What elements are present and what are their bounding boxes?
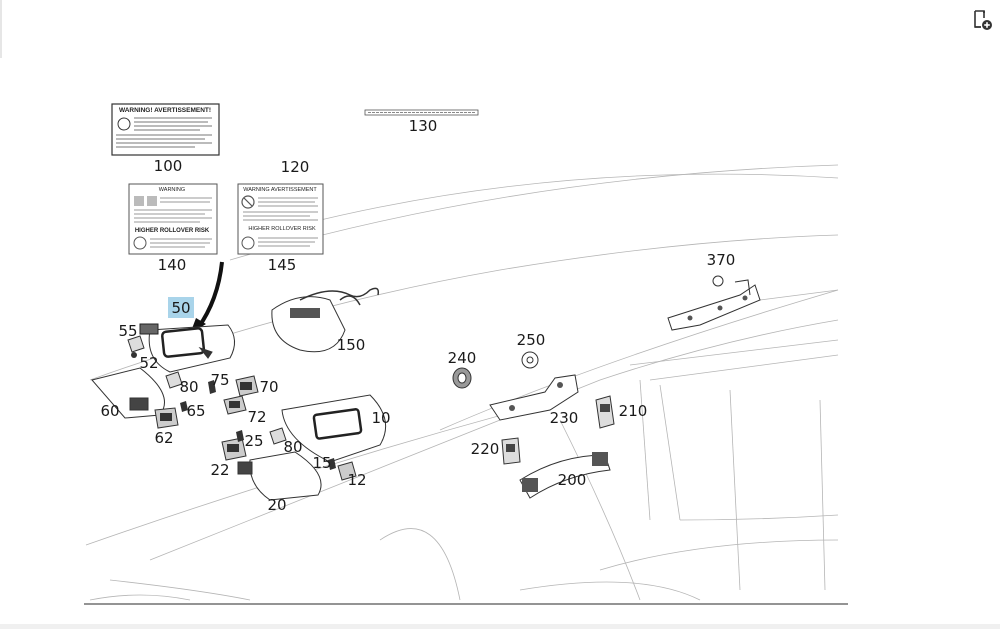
label-140-title: WARNING (159, 187, 185, 193)
bracket-part-70[interactable] (235, 375, 259, 397)
callout-60[interactable]: 60 (100, 402, 119, 420)
overhead-console-part-150[interactable] (271, 287, 380, 353)
clip-part-55[interactable] (139, 323, 159, 335)
callout-145[interactable]: 145 (268, 256, 297, 274)
label-part-140[interactable]: WARNING HIGHER ROLLOVER RISK (128, 183, 218, 255)
callout-65[interactable]: 65 (186, 402, 205, 420)
callout-15[interactable]: 15 (312, 454, 331, 472)
callout-200[interactable]: 200 (558, 471, 587, 489)
callout-72[interactable]: 72 (247, 408, 266, 426)
screw-part-75[interactable] (208, 380, 216, 394)
callout-62[interactable]: 62 (154, 429, 173, 447)
callout-10[interactable]: 10 (371, 409, 390, 427)
callout-70[interactable]: 70 (259, 378, 278, 396)
label-part-100[interactable]: WARNING! AVERTISSEMENT! (111, 103, 220, 156)
screw-part-25[interactable] (236, 430, 244, 442)
callout-250[interactable]: 250 (517, 331, 546, 349)
sun-visor-part-60[interactable] (91, 367, 165, 419)
clip-part-80a[interactable] (165, 371, 183, 389)
callout-130[interactable]: 130 (409, 117, 438, 135)
grab-handle-part-200[interactable] (519, 452, 611, 499)
washer-part-250[interactable] (521, 351, 539, 369)
sun-visor-part-20[interactable] (237, 451, 322, 501)
bottom-scroll-strip (0, 624, 1000, 629)
callout-labels: 100 120 130 140 145 50 55 52 80 75 70 60… (100, 117, 735, 514)
screw-part-65[interactable] (180, 401, 188, 412)
callout-150[interactable]: 150 (337, 336, 366, 354)
label-145-title: WARNING AVERTISSEMENT (243, 187, 317, 193)
label-part-145[interactable]: WARNING AVERTISSEMENT HIGHER ROLLOVER RI… (237, 183, 324, 255)
label-part-130[interactable] (364, 109, 479, 116)
bracket-part-72[interactable] (223, 395, 247, 415)
callout-120[interactable]: 120 (281, 158, 310, 176)
bracket-part-22[interactable] (221, 437, 247, 461)
sun-visor-part-10[interactable] (281, 394, 387, 463)
callout-22[interactable]: 22 (210, 461, 229, 479)
bracket-part-62[interactable] (154, 407, 179, 429)
callout-highlight (168, 297, 194, 318)
callout-230[interactable]: 230 (550, 409, 579, 427)
clip-part-220[interactable] (501, 437, 521, 465)
callout-240[interactable]: 240 (448, 349, 477, 367)
label-100-title: WARNING! AVERTISSEMENT! (119, 107, 211, 114)
bracket-part-230[interactable] (489, 374, 579, 421)
callout-25[interactable]: 25 (244, 432, 263, 450)
label-140-footer: HIGHER ROLLOVER RISK (135, 228, 210, 234)
callout-80-lower[interactable]: 80 (283, 438, 302, 456)
left-edge-divider (0, 0, 2, 58)
callout-100[interactable]: 100 (154, 157, 183, 175)
callout-55[interactable]: 55 (118, 322, 137, 340)
grommet-part-240[interactable] (452, 367, 472, 389)
callout-80-upper[interactable]: 80 (179, 378, 198, 396)
clip-part-80b[interactable] (269, 427, 287, 445)
callout-12[interactable]: 12 (347, 471, 366, 489)
callout-20[interactable]: 20 (267, 496, 286, 514)
callout-370[interactable]: 370 (707, 251, 736, 269)
clip-part-210[interactable] (595, 395, 615, 429)
add-document-icon[interactable] (970, 8, 994, 32)
clip-part-12[interactable] (337, 461, 357, 481)
callout-210[interactable]: 210 (619, 402, 648, 420)
nut-part-370 (712, 275, 724, 287)
callout-220[interactable]: 220 (471, 440, 500, 458)
callout-52[interactable]: 52 (139, 354, 158, 372)
rail-part-370[interactable] (667, 279, 761, 331)
screw-part-15[interactable] (328, 458, 336, 470)
sun-visor-part-50[interactable] (148, 324, 235, 373)
callout-75[interactable]: 75 (210, 371, 229, 389)
callout-140[interactable]: 140 (158, 256, 187, 274)
bracket-part-52[interactable] (127, 335, 145, 358)
label-145-footer: HIGHER ROLLOVER RISK (248, 226, 316, 232)
arrow-label-to-visor (196, 261, 224, 330)
callout-50[interactable]: 50 (171, 299, 190, 317)
